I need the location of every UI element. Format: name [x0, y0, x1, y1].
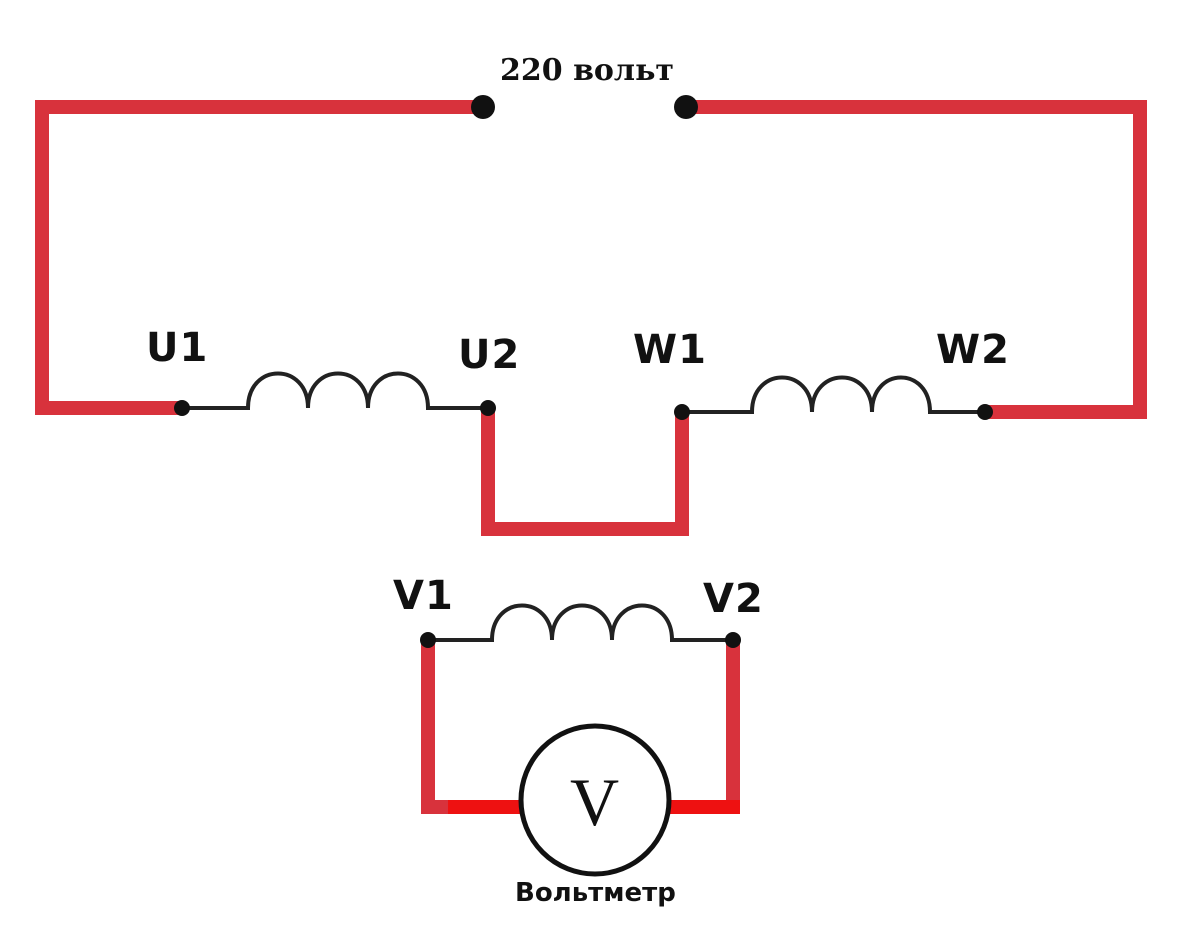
voltmeter-caption: Вольтметр: [515, 878, 676, 908]
supply-voltage-label: 220 вольт: [500, 53, 675, 88]
terminal-label-u2: U2: [458, 332, 521, 378]
jumper-u2-w1: [481, 408, 689, 536]
terminal-label-v1: V1: [393, 573, 454, 619]
winding-v1-v2: [428, 603, 733, 642]
terminal-dot-v2: [725, 632, 741, 648]
terminal-label-w2: W2: [936, 327, 1010, 373]
terminal-label-v2: V2: [703, 576, 764, 622]
supply-wire-left: [35, 100, 483, 415]
terminal-dot-w1: [674, 404, 690, 420]
meter-lead-right: [670, 640, 740, 814]
voltmeter-symbol: V: [570, 764, 620, 840]
terminal-dot-w2: [977, 404, 993, 420]
meter-lead-left: [421, 640, 520, 814]
terminal-dot-u1: [174, 400, 190, 416]
terminal-dot-u2: [480, 400, 496, 416]
winding-w1-w2: [682, 375, 985, 414]
supply-terminal-left: [471, 95, 495, 119]
voltmeter-circle: [518, 723, 672, 877]
supply-wire-right: [686, 100, 1147, 419]
winding-u1-u2: [182, 371, 488, 410]
supply-terminal-right: [674, 95, 698, 119]
terminal-label-w1: W1: [633, 327, 707, 373]
terminal-label-u1: U1: [146, 325, 209, 371]
terminal-dot-v1: [420, 632, 436, 648]
